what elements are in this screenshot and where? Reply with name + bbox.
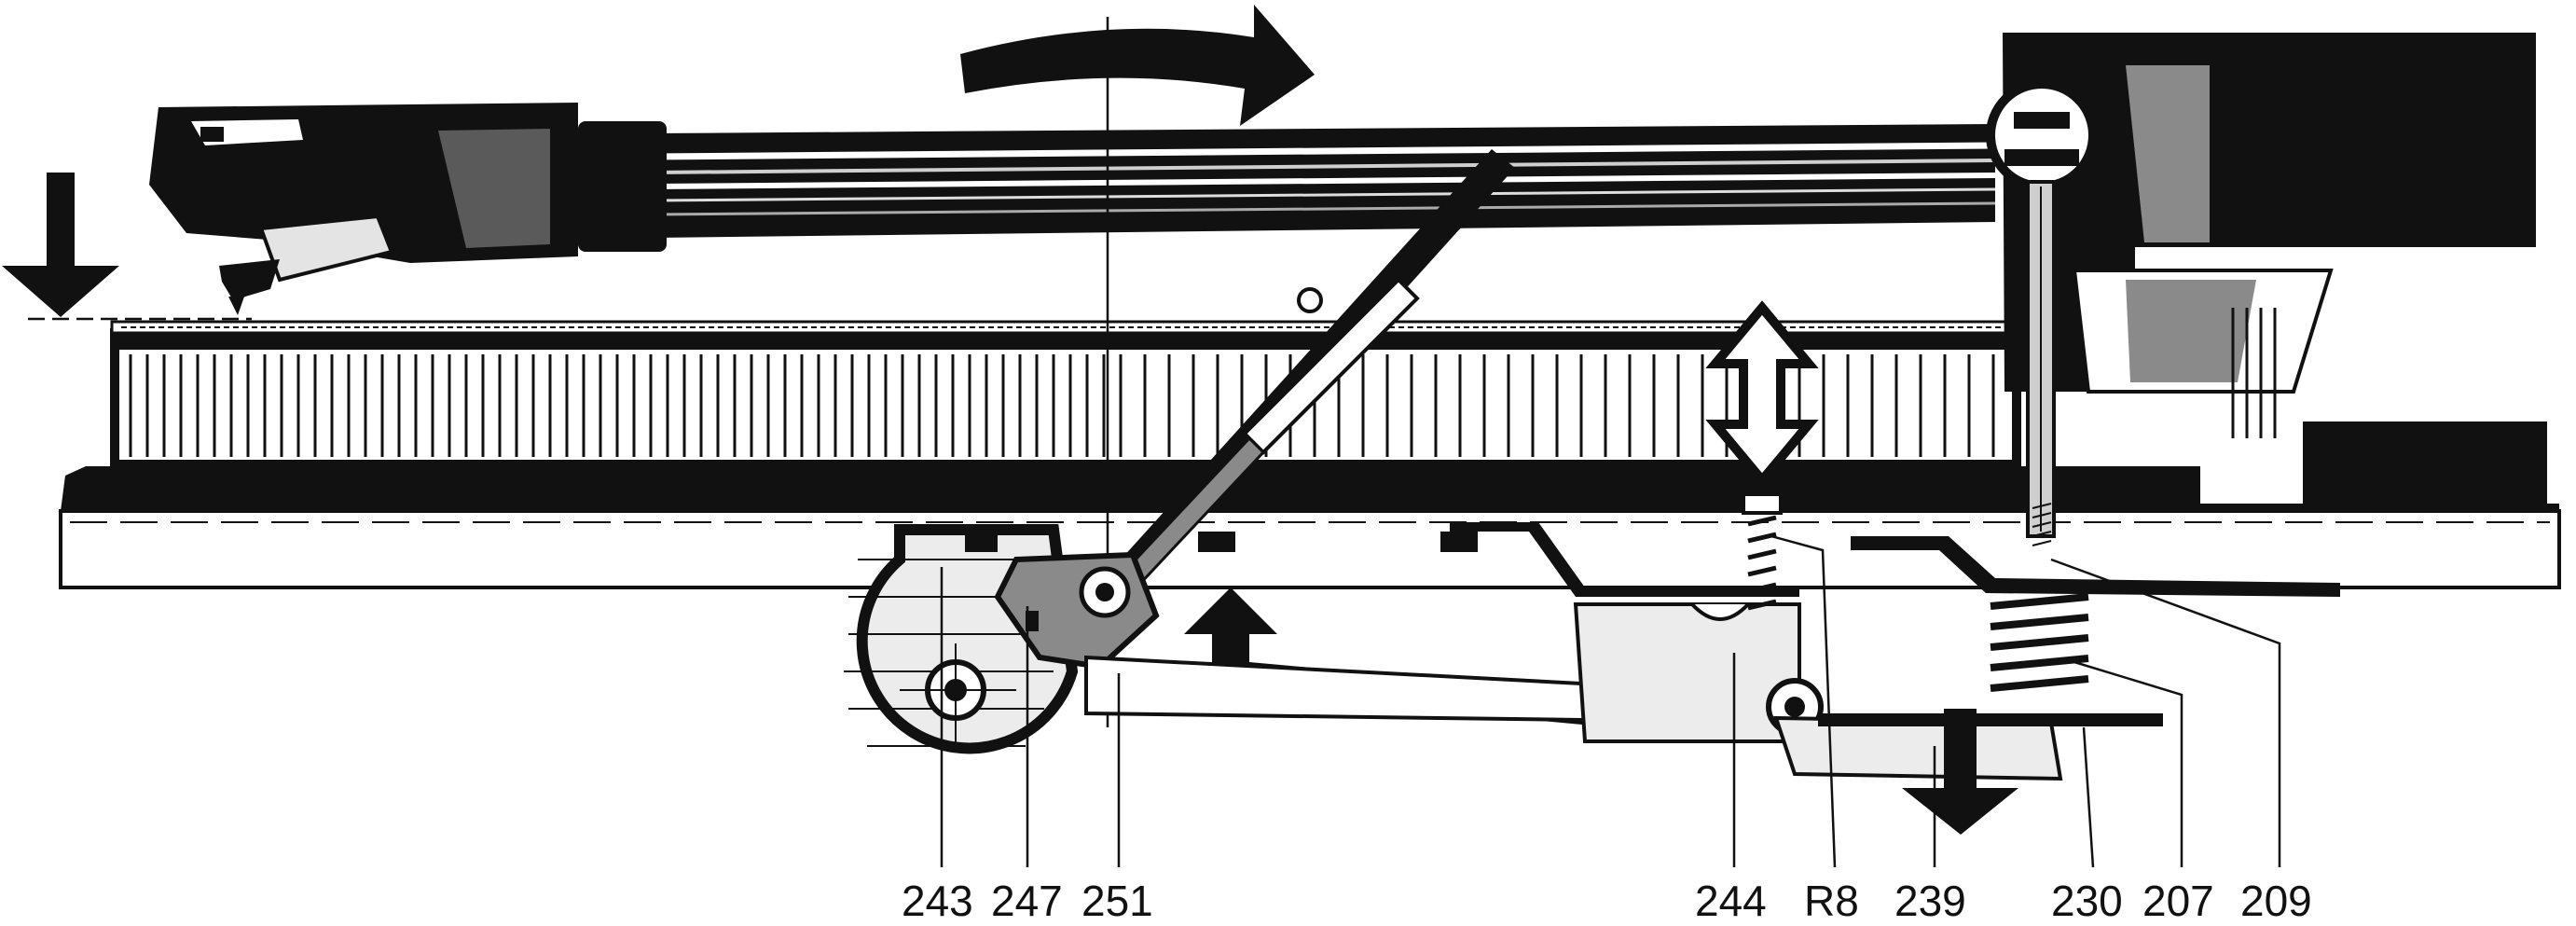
tonearm (149, 103, 1996, 315)
tonearm-pivot-base (1986, 33, 2536, 538)
callout-R8: R8 (1804, 877, 1859, 925)
spring-R8 (1742, 492, 1783, 611)
rotation-arrow (960, 5, 1315, 126)
callout-leaders (940, 534, 2281, 868)
spring-207 (1851, 503, 2340, 692)
cue-cam (994, 551, 1160, 685)
cue-lever (1095, 149, 1515, 606)
callout-244: 244 (1695, 877, 1767, 925)
callout-230: 230 (2051, 877, 2123, 925)
turntable-base (59, 422, 2561, 589)
callout-209: 209 (2240, 877, 2312, 925)
callout-239: 239 (1894, 877, 1966, 925)
lift-arrow-updown (1705, 300, 1819, 488)
lowering-arrow (2, 173, 119, 317)
linkage-bar (1084, 522, 2163, 781)
callout-251: 251 (1081, 877, 1153, 925)
platter (110, 287, 2030, 466)
callout-labels: 243 247 251 244 R8 239 230 207 209 (902, 877, 2312, 925)
callout-243: 243 (902, 877, 973, 925)
callout-207: 207 (2142, 877, 2214, 925)
down-arrow (1902, 709, 2018, 835)
callout-247: 247 (991, 877, 1063, 925)
